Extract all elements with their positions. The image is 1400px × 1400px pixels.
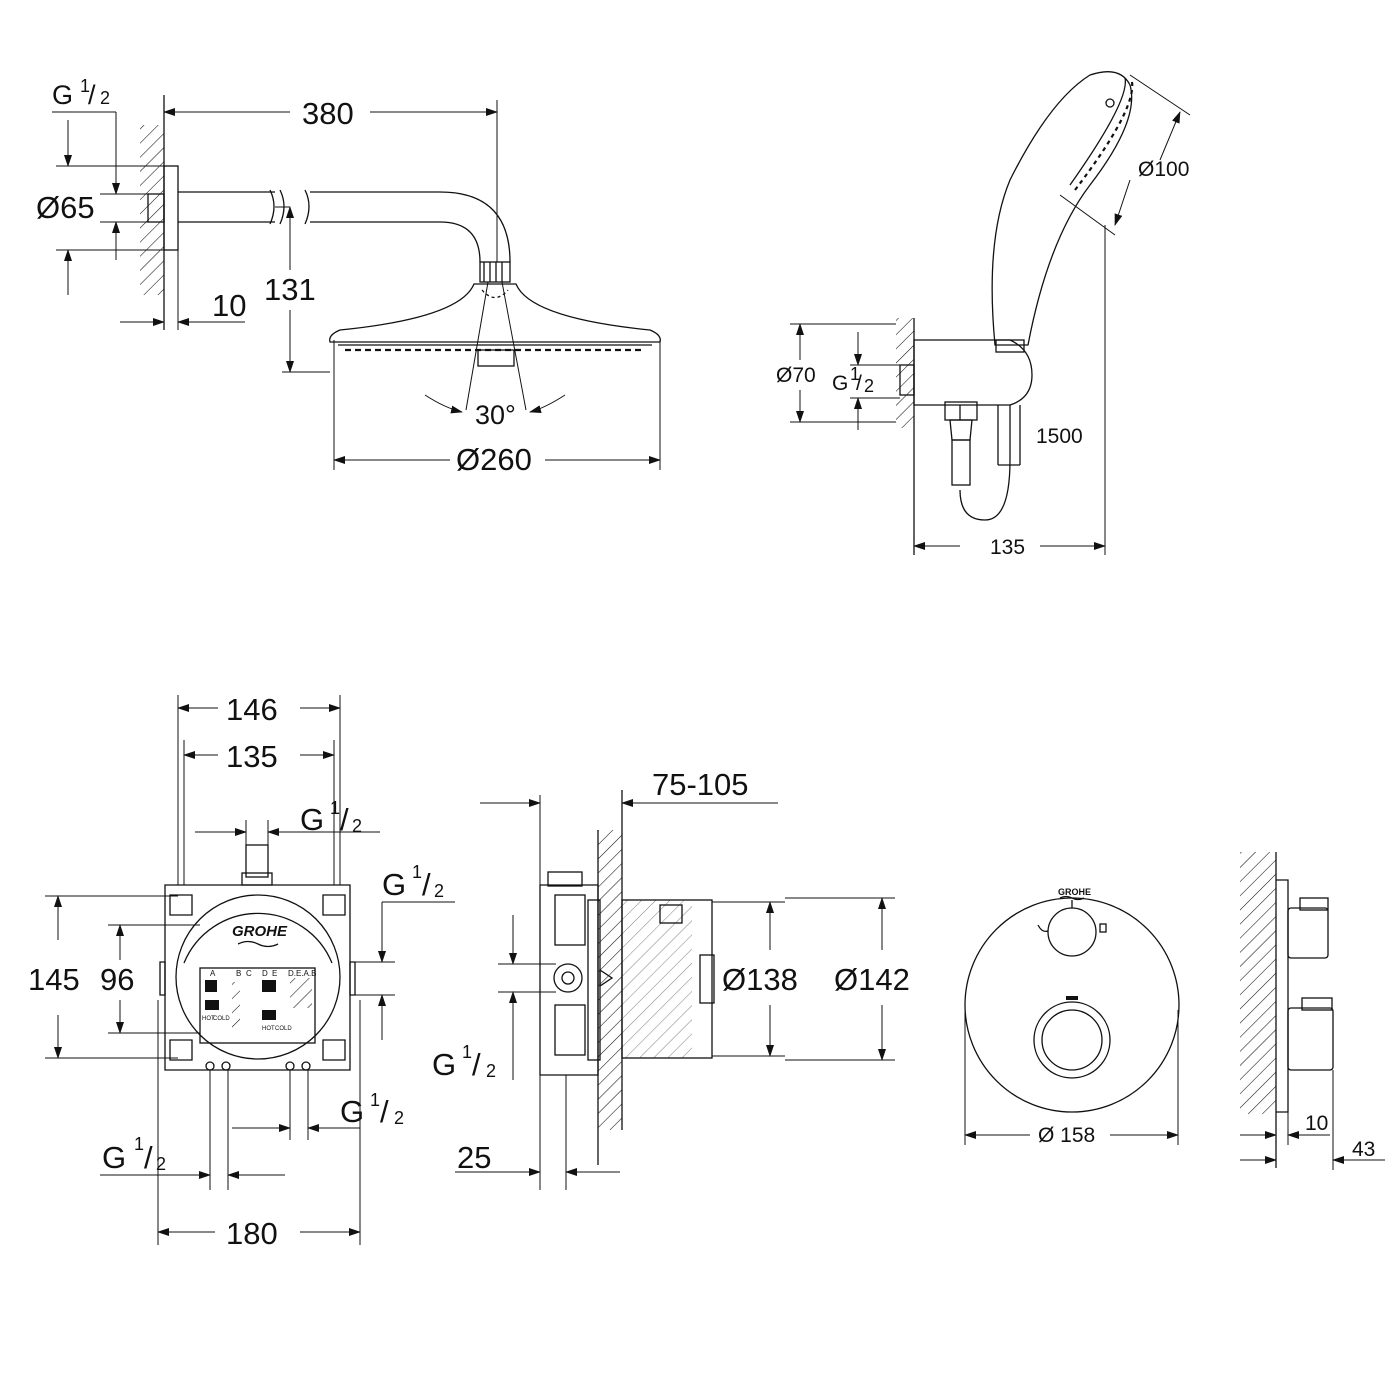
flange-diameter-label: Ø65 (36, 190, 95, 225)
svg-text:2: 2 (486, 1061, 496, 1081)
hatched-wall-icon (140, 95, 165, 330)
shower-head-view: 30° G 1 / 2 Ø65 380 131 10 (36, 76, 661, 477)
bottom-right-thread-label: G (340, 1094, 364, 1129)
shower-arm (178, 191, 275, 223)
svg-text:2: 2 (352, 816, 362, 836)
svg-text:A: A (210, 969, 216, 978)
outer-diameter-label: Ø142 (834, 962, 910, 997)
valve-dial (175, 894, 341, 1060)
svg-text:C: C (246, 969, 252, 978)
svg-text:/: / (472, 1047, 481, 1082)
svg-text:2: 2 (394, 1108, 404, 1128)
trim-plate (964, 897, 1180, 1113)
projection-label: 135 (990, 536, 1025, 559)
svg-text:D: D (262, 969, 268, 978)
svg-text:/: / (422, 867, 431, 902)
svg-text:2: 2 (156, 1154, 166, 1174)
svg-text:COLD: COLD (213, 1016, 230, 1022)
elbow-thread-label: G (832, 372, 848, 395)
trim-view: GROHE Ø 158 10 43 (964, 852, 1385, 1170)
hose (959, 405, 1011, 521)
bottom-left-thread-label: G (102, 1140, 126, 1175)
hand-shower-handle (991, 71, 1133, 346)
left-thread-label: G (432, 1047, 456, 1082)
inlet-thread-label: G (52, 80, 73, 110)
height-inner-label: 96 (100, 962, 134, 997)
total-width-label: 180 (226, 1216, 278, 1251)
svg-text:HOT: HOT (262, 1026, 275, 1032)
flange-depth-label: 10 (212, 288, 246, 323)
svg-text:B: B (236, 969, 241, 978)
wall-elbow (913, 339, 1033, 406)
svg-text:/: / (380, 1094, 389, 1129)
width-outer-label: 146 (226, 692, 278, 727)
height-outer-label: 145 (28, 962, 80, 997)
head-diameter-label: Ø260 (456, 442, 532, 477)
svg-text:1: 1 (462, 1042, 472, 1062)
svg-text:1: 1 (80, 76, 90, 96)
svg-text:1: 1 (370, 1090, 380, 1110)
svg-text:1: 1 (134, 1134, 144, 1154)
spray-angle-label: 30° (475, 400, 516, 430)
inner-diameter-label: Ø138 (722, 962, 798, 997)
top-thread-label: G (300, 802, 324, 837)
svg-text:/: / (856, 372, 862, 395)
svg-text:/: / (144, 1140, 153, 1175)
offset-label: 25 (457, 1140, 491, 1175)
grohe-logo: GROHE (232, 923, 288, 940)
arm-height-label: 131 (264, 272, 316, 307)
right-thread-label: G (382, 867, 406, 902)
valve-body-front-view: GROHE A B C D E D.E.A.B HOT COLD HOT COL… (28, 692, 455, 1251)
svg-text:2: 2 (864, 376, 874, 396)
plate-diameter-label: Ø 158 (1038, 1124, 1095, 1147)
svg-text:/: / (340, 802, 349, 837)
hand-shower-view: Ø100 Ø70 G 1 / 2 1500 135 (776, 71, 1191, 559)
valve-body-outline (164, 884, 351, 1071)
svg-text:1: 1 (850, 364, 860, 384)
hatched-wall-icon (896, 318, 915, 555)
svg-text:COLD: COLD (275, 1026, 292, 1032)
trim-depth-label: 43 (1352, 1138, 1375, 1161)
svg-text:E: E (272, 969, 277, 978)
hatched-wall-icon (1240, 852, 1277, 1168)
arm-length-label: 380 (302, 96, 354, 131)
svg-text:2: 2 (434, 881, 444, 901)
svg-text:1: 1 (412, 862, 422, 882)
valve-body-side-view: 75-105 G 1 / 2 Ø138 Ø142 25 (432, 767, 910, 1190)
svg-text:HOT: HOT (202, 1016, 215, 1022)
elbow-diameter-label: Ø70 (776, 364, 816, 387)
svg-text:1: 1 (330, 798, 340, 818)
svg-text:D.E.A.B: D.E.A.B (288, 969, 316, 978)
wall-flange (163, 165, 179, 251)
trim-grohe-logo: GROHE (1058, 887, 1091, 897)
svg-text:2: 2 (100, 88, 110, 108)
wall-gap-label: 10 (1305, 1112, 1328, 1135)
hose-length-label: 1500 (1036, 425, 1083, 448)
hatched-wall-icon (597, 790, 623, 1165)
width-inner-label: 135 (226, 739, 278, 774)
svg-text:/: / (88, 80, 96, 110)
hand-head-diameter-label: Ø100 (1138, 158, 1189, 181)
shower-head (329, 283, 661, 343)
installation-depth-label: 75-105 (652, 767, 749, 802)
